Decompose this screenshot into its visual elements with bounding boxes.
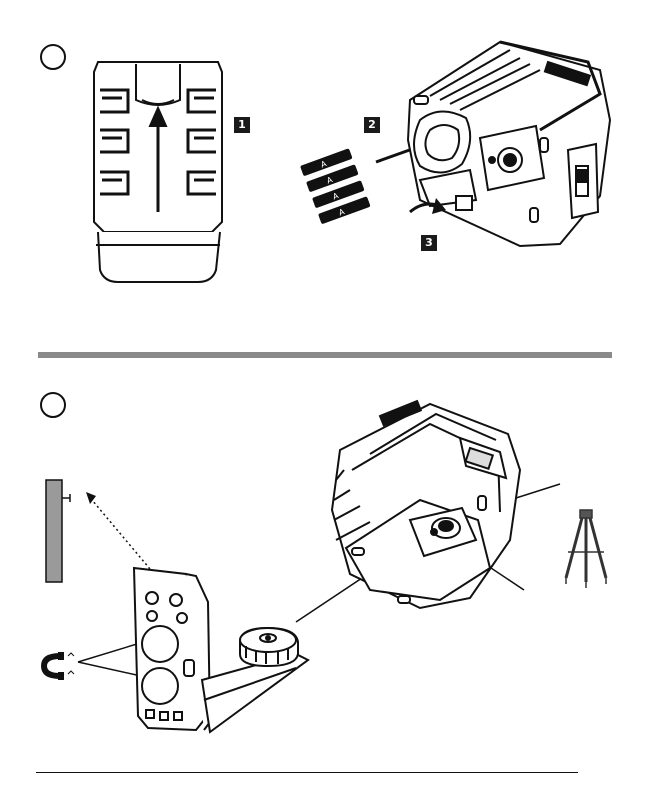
aaa-batteries-icon: A A A A [300,148,371,224]
mounting-knob-icon [240,628,298,666]
laser-front-view-icon [94,62,222,282]
laser-base-view-icon [332,401,520,608]
magnet-icon [44,640,150,680]
laser-battery-compartment-icon [408,42,610,246]
tripod-icon [566,510,606,588]
wall-rail-icon [46,480,70,582]
